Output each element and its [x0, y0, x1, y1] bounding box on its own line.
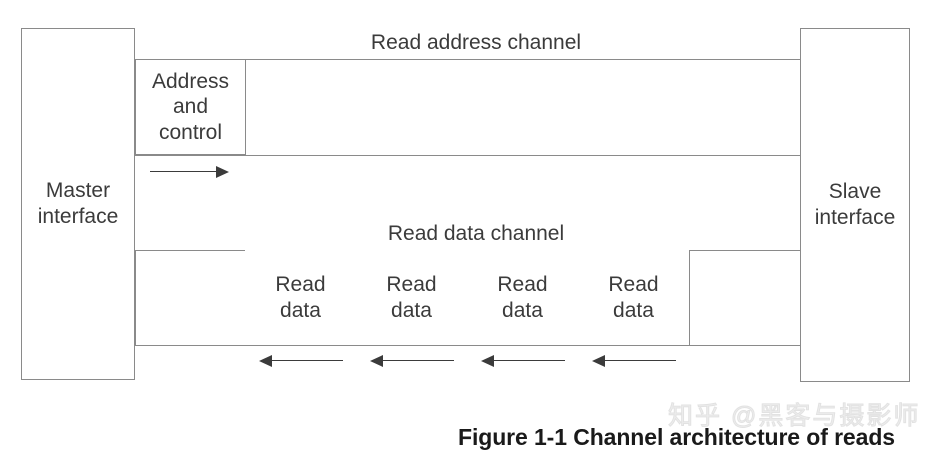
arrow-head	[370, 355, 383, 367]
address-and-control-label: Address and control	[152, 69, 229, 146]
read-data-cell-line2: data	[391, 298, 432, 322]
read-address-channel-label: Read address channel	[370, 31, 582, 54]
read-data-cell-separator-5	[689, 250, 690, 345]
read-data-cell-line1: Read	[386, 272, 437, 296]
address-and-control-line1: Address	[151, 69, 230, 93]
arrow-shaft	[381, 360, 454, 361]
master-interface-label-line2: interface	[37, 205, 119, 228]
slave-interface-label-line1: Slave	[828, 180, 882, 204]
read-data-flow-arrow-left	[259, 355, 343, 367]
read-data-cell-line1: Read	[275, 272, 326, 296]
arrow-shaft	[603, 360, 676, 361]
master-interface-label: Master interface	[38, 178, 119, 229]
read-data-cell-label: Read data	[608, 272, 658, 323]
address-and-control-line3: control	[158, 120, 222, 144]
read-data-cell-label: Read data	[497, 272, 547, 323]
read-data-channel-bottom-rail	[135, 345, 800, 346]
arrow-head	[592, 355, 605, 367]
arrow-shaft	[150, 171, 218, 172]
read-data-cell-line1: Read	[497, 272, 548, 296]
master-interface-label-line1: Master	[45, 179, 111, 203]
address-and-control-line2: and	[172, 95, 209, 119]
read-data-cell-label: Read data	[386, 272, 436, 323]
arrow-shaft	[270, 360, 343, 361]
read-data-cell: Read data	[356, 250, 467, 345]
read-data-flow-arrow-left	[592, 355, 676, 367]
address-flow-arrow-right	[150, 166, 229, 178]
read-data-cell-line1: Read	[608, 272, 659, 296]
read-address-channel-bottom-rail	[135, 155, 800, 156]
slave-interface-label: Slave interface	[815, 179, 896, 230]
read-data-cell-label: Read data	[275, 272, 325, 323]
read-data-cell: Read data	[578, 250, 689, 345]
arrow-shaft	[492, 360, 565, 361]
slave-interface-label-line2: interface	[814, 206, 896, 229]
arrow-head	[216, 166, 229, 178]
address-and-control-cell: Address and control	[135, 59, 246, 155]
arrow-head	[481, 355, 494, 367]
read-data-cell: Read data	[245, 250, 356, 345]
read-data-flow-arrow-left	[481, 355, 565, 367]
read-data-cell-line2: data	[502, 298, 543, 322]
read-data-cell: Read data	[467, 250, 578, 345]
read-data-cell-line2: data	[280, 298, 321, 322]
figure-caption: Figure 1-1 Channel architecture of reads	[458, 424, 895, 450]
master-interface-block: Master interface	[21, 28, 135, 380]
read-address-channel-top-rail	[246, 59, 800, 60]
arrow-head	[259, 355, 272, 367]
read-data-flow-arrow-left	[370, 355, 454, 367]
read-data-channel-label: Read data channel	[387, 222, 565, 245]
slave-interface-block: Slave interface	[800, 28, 910, 382]
read-data-cell-line2: data	[613, 298, 654, 322]
read-data-row-left-edge	[135, 250, 136, 345]
